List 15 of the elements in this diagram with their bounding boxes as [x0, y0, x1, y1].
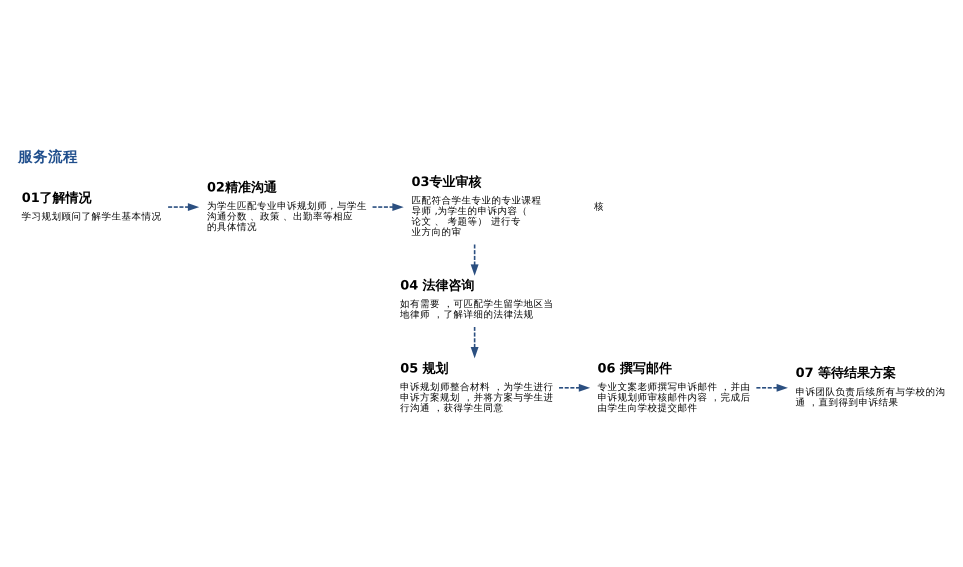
node-text: 04 法律咨询 如有需要 ，可匹配学生留学地区当地律师 ，了解详细的法律法规	[400, 278, 554, 321]
node-text: 05 规划 申诉规划师整合材料 ，为学生进行申诉方案规划 ，并将方案与学生进行沟通 ，获得学生同意	[400, 361, 554, 414]
arrow	[470, 244, 479, 276]
node-text: 07 等待结果方案 申诉团队负责后续所有与学校的沟通 ，直到得到申诉结果	[796, 366, 946, 408]
node-text: 06 撰写邮件 专业文案老师撰写申诉邮件 ，并由申诉规划师审核邮件内容 ，完成后由学生向学校提交邮件	[598, 361, 751, 414]
arrow	[559, 384, 590, 392]
node-text: 01了解情况 学习规划顾问了解学生基本情况	[22, 191, 162, 223]
label: 核	[594, 202, 604, 213]
arrow	[168, 203, 200, 212]
arrow	[756, 384, 788, 392]
node-text: 02精准沟通 为学生匹配专业申诉规划师，与学生沟通分数 、政策 、出勤率等相应的具体情况	[206, 180, 367, 234]
arrow	[372, 203, 404, 212]
arrow	[470, 326, 479, 358]
node-text: 03专业审核 匹配符合学生专业的专业课程导师 ,为学生的申诉内容（论文 、 考题等） 进行专业方向的审	[412, 174, 542, 238]
diagram-title: 服务流程	[18, 148, 78, 166]
